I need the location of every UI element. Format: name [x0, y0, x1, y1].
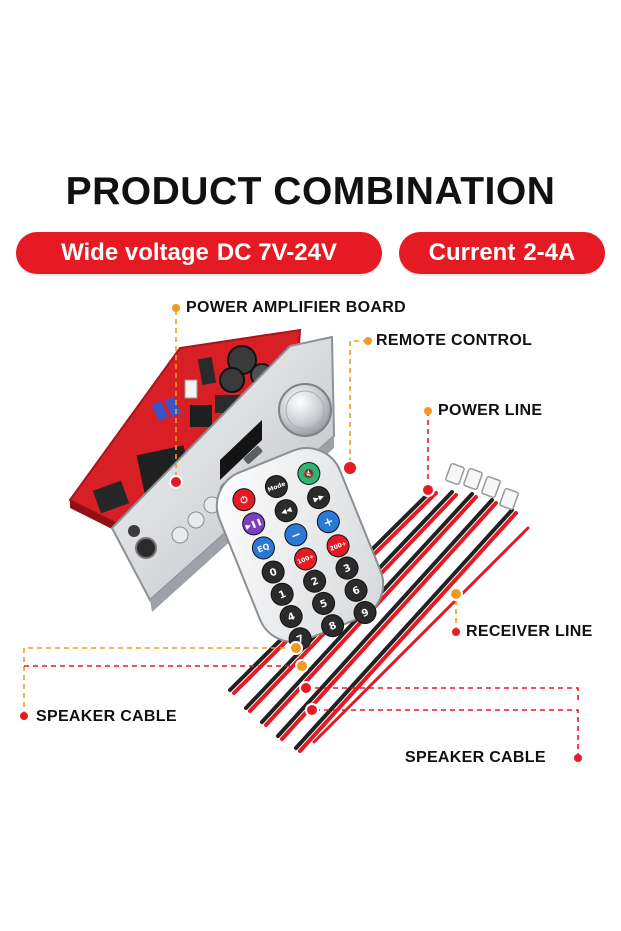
- svg-text:7: 7: [295, 633, 306, 646]
- remote-button: ◀◀: [274, 499, 298, 523]
- remote-keypad-button: 4: [279, 605, 303, 629]
- remote-keypad-button: 6: [344, 578, 368, 602]
- svg-text:6: 6: [351, 585, 362, 598]
- remote-button: ▶❚❚: [242, 512, 266, 536]
- callout-power-line: POWER LINE: [438, 402, 543, 419]
- remote-button: ▶▶: [307, 486, 331, 510]
- svg-text:1: 1: [277, 589, 288, 602]
- svg-text:▶▶: ▶▶: [312, 492, 326, 504]
- callout-power-amplifier-board: POWER AMPLIFIER BOARD: [186, 299, 406, 316]
- display-window: [220, 420, 262, 480]
- callout-speaker-cable-right: SPEAKER CABLE: [405, 749, 546, 766]
- remote-control: ⏻ Mode 🔇 ▶❚❚ ◀◀ ▶▶ EQ −+0 100+ 200+ 1 2 3 4 5 6 7 8 9: [215, 447, 385, 651]
- connector-icon: [445, 462, 465, 486]
- remote-button: +: [316, 510, 340, 534]
- remote-keypad-button: 8: [321, 614, 345, 638]
- current-badge-value: 2-4A: [523, 239, 576, 266]
- svg-text:⏻: ⏻: [239, 494, 251, 507]
- svg-text:EQ: EQ: [256, 542, 271, 555]
- remote-keypad-button: 5: [312, 591, 336, 615]
- voltage-badge-value: DC 7V-24V: [216, 239, 337, 266]
- remote-button: −: [284, 523, 308, 547]
- svg-text:+: +: [321, 514, 336, 531]
- remote-keypad-button: 1: [270, 582, 294, 606]
- svg-text:0: 0: [268, 567, 279, 580]
- svg-text:−: −: [289, 527, 304, 544]
- remote-keypad-button: 9: [353, 601, 377, 625]
- svg-text:4: 4: [286, 611, 297, 624]
- svg-text:2: 2: [310, 576, 321, 589]
- svg-text:9: 9: [360, 607, 371, 620]
- remote-button: ⏻: [232, 488, 256, 512]
- remote-keypad-button: 200+: [326, 534, 350, 558]
- aux-jack-icon: [135, 537, 157, 559]
- voltage-badge: Wide voltage DC 7V-24V: [16, 232, 382, 274]
- remote-button: EQ: [251, 536, 275, 560]
- page-title: PRODUCT COMBINATION: [65, 170, 556, 213]
- svg-text:8: 8: [328, 620, 339, 633]
- remote-keypad-button: 100+: [294, 547, 318, 571]
- volume-knob: [278, 383, 332, 437]
- remote-keypad-button: 2: [303, 569, 327, 593]
- callout-speaker-cable-left: SPEAKER CABLE: [36, 708, 177, 725]
- voltage-badge-label: Wide voltage: [61, 239, 209, 266]
- callout-dots: [20, 304, 582, 762]
- usb-port: [243, 446, 263, 464]
- svg-text:5: 5: [319, 598, 330, 611]
- callout-lines: [23, 310, 579, 758]
- remote-keypad-button: 3: [335, 556, 359, 580]
- remote-keypad-button: 0: [261, 560, 285, 584]
- callout-receiver-line: RECEIVER LINE: [466, 623, 593, 640]
- current-badge: Current 2-4A: [399, 232, 605, 274]
- svg-text:◀◀: ◀◀: [280, 505, 294, 517]
- svg-text:🔇: 🔇: [301, 466, 316, 481]
- svg-text:3: 3: [342, 563, 353, 576]
- callout-remote-control: REMOTE CONTROL: [376, 332, 533, 349]
- current-badge-label: Current: [428, 239, 516, 266]
- remote-button: Mode: [264, 475, 288, 499]
- remote-button: 🔇: [297, 461, 321, 485]
